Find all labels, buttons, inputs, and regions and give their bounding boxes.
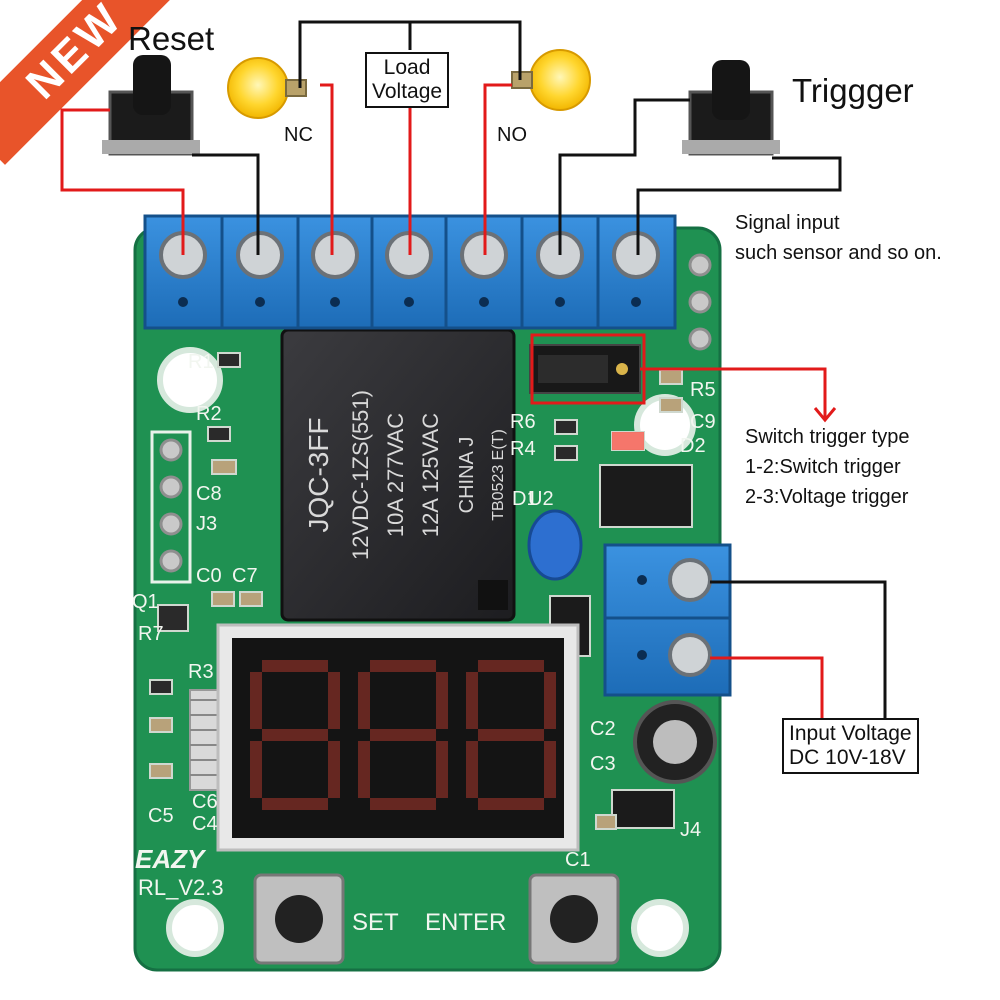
digit-2-segment-6 (358, 672, 370, 729)
j3-pin-header (150, 430, 192, 584)
power-screw-minus[interactable] (668, 633, 712, 677)
terminal-screw[interactable] (236, 231, 284, 279)
relay-coil: 12VDC-1ZS(551) (348, 390, 373, 560)
digit-1-segment-6 (250, 672, 262, 729)
silk-label: C5 (148, 805, 174, 827)
j4-pin-header (688, 253, 712, 351)
silk-label: R6 (510, 411, 536, 433)
switch-trigger-note: Switch trigger type 1-2:Switch trigger 2… (745, 422, 910, 512)
digit-2-segment-1 (370, 660, 436, 672)
digit-2-segment-7 (370, 729, 436, 741)
power-terminal-block (603, 543, 732, 697)
digit-3-segment-7 (478, 729, 544, 741)
silk-label: U2 (528, 488, 554, 510)
seven-segment-display (216, 623, 580, 852)
trigger-switch[interactable] (682, 60, 780, 156)
power-screw-plus[interactable] (668, 558, 712, 602)
digit-2-segment-5 (358, 741, 370, 798)
silk-label: R3 (188, 661, 214, 683)
digit-1-segment-7 (262, 729, 328, 741)
terminal-screw[interactable] (612, 231, 660, 279)
relay-model: JQC-3FF (303, 417, 334, 532)
enter-button-label: ENTER (425, 909, 506, 936)
silk-label: R2 (196, 403, 222, 425)
silk-label: R7 (138, 623, 164, 645)
board-brand: EAZY (135, 844, 207, 874)
load-voltage-line-1: Load (383, 56, 431, 79)
set-button-label: SET (352, 909, 399, 936)
silk-label: R4 (510, 438, 536, 460)
silk-label: C2 (590, 718, 616, 740)
nc-bulb (227, 57, 307, 119)
digit-1-segment-3 (328, 741, 340, 798)
digit-3-segment-1 (478, 660, 544, 672)
silk-label: C1 (565, 849, 591, 871)
silk-label: C3 (590, 753, 616, 775)
digit-1-segment-5 (250, 741, 262, 798)
silk-label: D2 (680, 435, 706, 457)
silk-label: Q1 (132, 591, 159, 613)
relay-code: TB0523 E(T) (490, 429, 507, 521)
digit-1-segment-1 (262, 660, 328, 672)
digit-3-segment-5 (466, 741, 478, 798)
digit-2-segment-4 (370, 798, 436, 810)
reset-switch[interactable] (102, 55, 200, 156)
trigger-type-jumper[interactable] (529, 344, 641, 394)
digit-3-segment-2 (544, 672, 556, 729)
status-led (612, 432, 644, 450)
switch-title: Switch trigger type (745, 426, 910, 448)
electrolytic-capacitor (633, 700, 717, 784)
switch-option-12: 1-2:Switch trigger (745, 456, 901, 478)
relay-rating-1: 10A 277VAC (383, 413, 408, 537)
digit-2-segment-3 (436, 741, 448, 798)
set-button[interactable] (253, 873, 345, 965)
digit-3-segment-6 (466, 672, 478, 729)
silk-label: R1 (188, 351, 214, 373)
signal-input-note: Signal input such sensor and so on. (735, 208, 942, 268)
mount-hole (631, 899, 689, 957)
silk-label: C7 (232, 565, 258, 587)
signal-line-1: Signal input (735, 212, 840, 234)
digit-3-segment-3 (544, 741, 556, 798)
silk-label: C9 (690, 411, 716, 433)
trigger-label: Triggger (792, 72, 914, 109)
input-voltage-line-1: Input Voltage (789, 722, 912, 745)
silk-label: C0 (196, 565, 222, 587)
silk-label: C4 (192, 813, 218, 835)
silk-label: D1 (512, 488, 538, 510)
silk-label: C6 (192, 791, 218, 813)
input-voltage-box: Input Voltage DC 10V-18V (782, 718, 919, 774)
enter-button[interactable] (528, 873, 620, 965)
silk-label: J3 (196, 513, 217, 535)
digit-1-segment-4 (262, 798, 328, 810)
terminal-screw[interactable] (311, 231, 359, 279)
display-segments (250, 660, 556, 810)
reset-label: Reset (128, 20, 215, 57)
silkscreen-labels: R1 R2 R3 R4 R5 R6 R7 C0 C1 C2 C3 C4 C5 C… (132, 351, 716, 936)
digit-1-segment-2 (328, 672, 340, 729)
board-version: RL_V2.3 (138, 875, 224, 900)
input-voltage-line-2: DC 10V-18V (789, 746, 906, 769)
digit-2-segment-2 (436, 672, 448, 729)
relay-brand: CHINA J (456, 437, 478, 514)
load-voltage-box: Load Voltage (365, 52, 450, 108)
silk-label: J4 (680, 819, 701, 841)
relay-rating-2: 12A 125VAC (418, 413, 443, 537)
signal-line-2: such sensor and so on. (735, 242, 942, 264)
relay: JQC-3FF 12VDC-1ZS(551) 10A 277VAC 12A 12… (280, 328, 516, 622)
load-voltage-line-2: Voltage (372, 80, 443, 103)
digit-3-segment-4 (478, 798, 544, 810)
no-label: NO (497, 124, 527, 146)
silk-label: C8 (196, 483, 222, 505)
wiring (60, 20, 887, 720)
nc-label: NC (284, 124, 313, 146)
mount-hole (157, 347, 223, 413)
silk-label: R5 (690, 379, 716, 401)
switch-option-23: 2-3:Voltage trigger (745, 486, 909, 508)
no-bulb (511, 49, 591, 111)
ceramic-capacitor (527, 509, 583, 581)
display-driver-pins (189, 689, 219, 791)
mount-hole (166, 899, 224, 957)
